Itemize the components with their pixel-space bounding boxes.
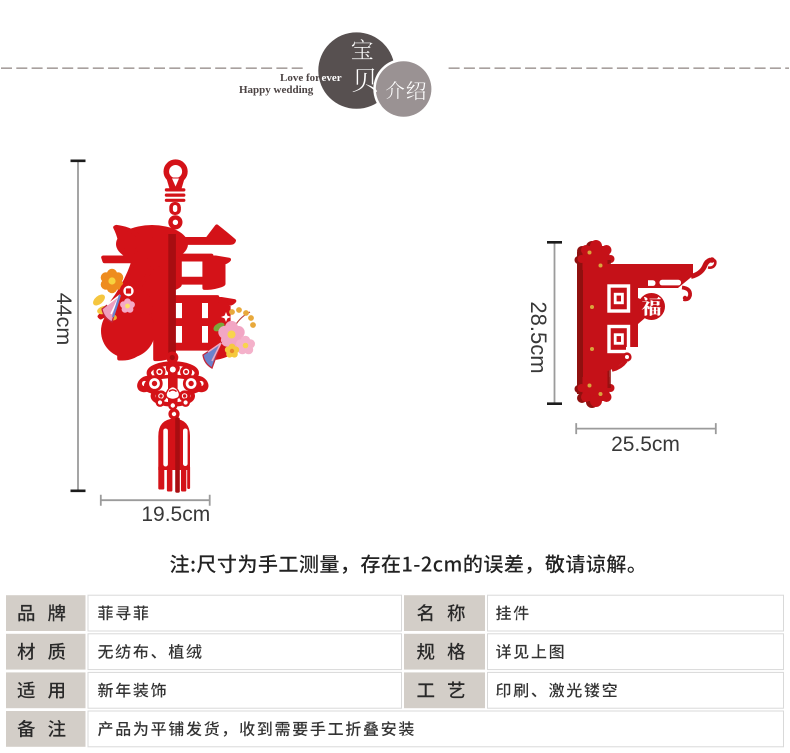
svg-text:Happy wedding: Happy wedding [239,84,314,96]
svg-text:44cm: 44cm [52,293,76,346]
svg-text:19.5cm: 19.5cm [141,503,210,526]
svg-text:Love forever: Love forever [280,72,342,84]
svg-text:25.5cm: 25.5cm [611,433,680,456]
svg-text:28.5cm: 28.5cm [526,301,551,373]
